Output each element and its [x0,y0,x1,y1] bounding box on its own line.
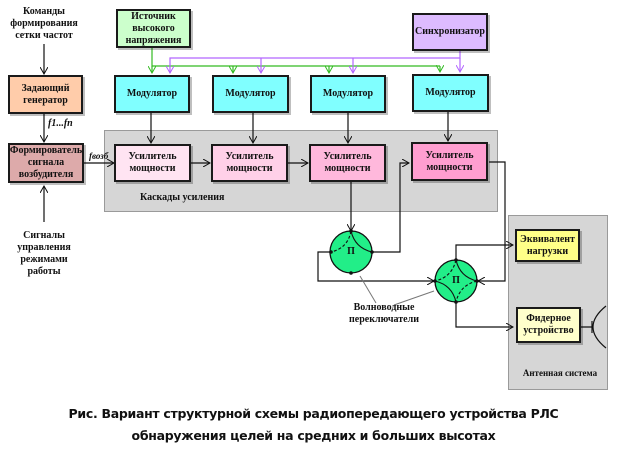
synchronizer-label: Синхронизатор [415,26,485,37]
amplifier-cascades-label: Каскады усиления [140,192,225,203]
hv-source-block: Источник высокого напряжения [116,9,191,48]
power-amplifier-1: Усилитель мощности [114,144,191,182]
exciter-shaper-block: Формирователь сигнала возбудителя [8,143,84,183]
modulator-2: Модулятор [212,75,289,113]
switch-2-symbol: П [452,275,460,286]
power-amplifier-2: Усилитель мощности [211,144,288,182]
master-oscillator-label: Задающий генератор [21,82,70,106]
power-amplifier-4: Усилитель мощности [411,142,488,181]
power-amplifier-label: Усилитель мощности [225,151,274,174]
dummy-load-block: Эквивалент нагрузки [515,229,580,262]
power-amplifier-label: Усилитель мощности [128,151,177,174]
synchronizer-block: Синхронизатор [412,13,488,51]
modulator-label: Модулятор [425,87,476,98]
wire-switch2-dummy [455,245,513,261]
freq-grid-commands-label: Команды формирования сетки частот [10,6,78,41]
modulator-1: Модулятор [114,75,190,113]
hv-source-label: Источник высокого напряжения [125,10,182,46]
figure-caption-line-2: обнаружения целей на средних и больших в… [131,428,496,443]
figure-caption-line-1: Рис. Вариант структурной схемы радиопере… [68,406,559,421]
leader-line-switch1 [359,275,377,304]
feeder-block: Фидерное устройство [516,307,581,343]
exciter-shaper-label: Формирователь сигнала возбудителя [9,145,83,180]
master-oscillator-block: Задающий генератор [8,75,83,114]
waveguide-switch-2 [433,258,479,304]
feeder-label: Фидерное устройство [523,313,574,336]
dummy-load-label: Эквивалент нагрузки [520,233,575,257]
power-amplifier-3: Усилитель мощности [309,144,386,182]
modulator-3: Модулятор [310,75,386,113]
wire-amp4-switch2 [478,161,506,281]
wire-switch1-amp4 [372,163,409,253]
power-amplifier-label: Усилитель мощности [425,149,474,173]
mode-control-signals-label: Сигналы управления режимами работы [17,230,71,277]
wire-switch1-switch2 [317,251,434,281]
wire-hv-bus [151,48,440,67]
modulator-label: Модулятор [225,88,276,99]
f-range-label: f1...fn [48,118,73,129]
modulator-4: Модулятор [412,74,489,112]
waveguide-switch-1 [329,229,374,275]
waveguide-switches-label: Волноводные переключатели [349,302,419,325]
wire-switch2-feeder [455,302,513,327]
switch-1-symbol: П [347,246,355,257]
power-amplifier-label: Усилитель мощности [323,151,372,174]
modulator-label: Модулятор [322,88,374,99]
antenna-system-label: Антенная система [522,368,598,378]
wire-sync-bus [170,50,461,73]
leader-line-switch2 [393,290,435,306]
f-exc-label: fвозб [89,151,109,161]
modulator-label: Модулятор [126,88,178,99]
